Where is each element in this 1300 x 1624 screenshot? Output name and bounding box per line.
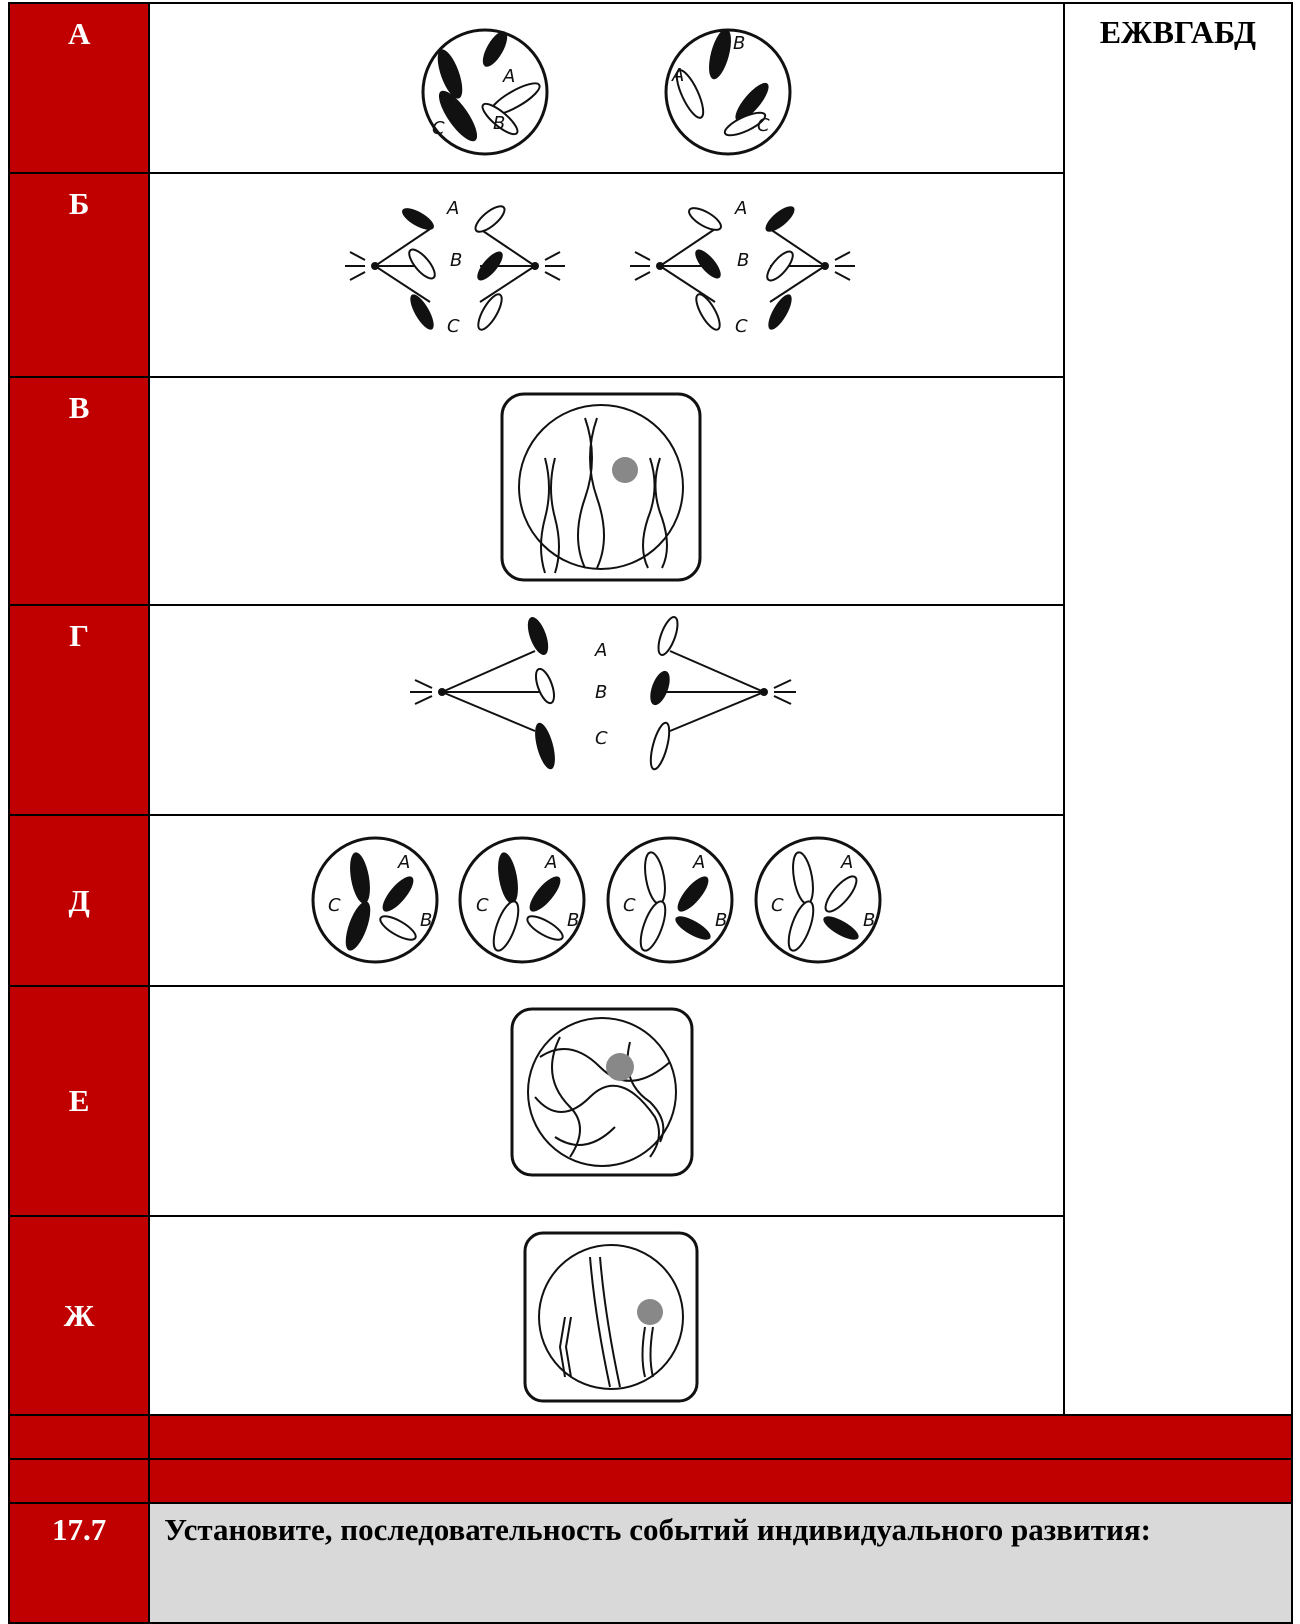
separator-row-1 xyxy=(149,1415,1292,1459)
figure-d: A B C A B C xyxy=(149,815,1063,986)
figure-zh-drawing xyxy=(160,1217,1053,1414)
svg-text:B: B xyxy=(715,910,727,931)
figure-b: A B C xyxy=(149,173,1063,377)
answer-cell: ЕЖВГАБД xyxy=(1064,3,1292,1415)
figure-d-drawing: A B C A B C xyxy=(160,816,1053,985)
figure-e xyxy=(149,986,1063,1216)
svg-text:A: A xyxy=(446,198,459,219)
separator-row-2 xyxy=(149,1459,1292,1503)
svg-text:A: A xyxy=(397,852,410,873)
svg-text:B: B xyxy=(733,33,745,54)
svg-text:A: A xyxy=(502,66,515,87)
svg-text:B: B xyxy=(420,910,432,931)
svg-text:A: A xyxy=(734,198,747,219)
svg-text:A: A xyxy=(692,852,705,873)
svg-text:C: C xyxy=(328,895,341,916)
separator-label-2 xyxy=(9,1459,149,1503)
figure-a: A B C B A C xyxy=(149,3,1063,173)
figure-b-drawing: A B C xyxy=(160,174,1053,376)
svg-text:B: B xyxy=(567,910,579,931)
figure-g-drawing: A B C xyxy=(160,606,1053,814)
svg-text:A: A xyxy=(594,640,607,661)
figure-g: A B C xyxy=(149,605,1063,815)
svg-text:B: B xyxy=(450,250,462,271)
svg-text:B: B xyxy=(595,682,607,703)
task-text: Установите, последовательность событий и… xyxy=(149,1503,1292,1623)
row-label-d: Д xyxy=(9,815,149,986)
figure-v xyxy=(149,377,1063,605)
stages-table: А A B C B A C ЕЖВГАБД xyxy=(8,2,1293,1624)
separator-label-1 xyxy=(9,1415,149,1459)
svg-text:C: C xyxy=(476,895,489,916)
svg-text:A: A xyxy=(840,852,853,873)
row-label-a: А xyxy=(9,3,149,173)
figure-v-drawing xyxy=(160,378,1053,604)
row-label-v: В xyxy=(9,377,149,605)
row-label-g: Г xyxy=(9,605,149,815)
task-number: 17.7 xyxy=(9,1503,149,1623)
svg-text:C: C xyxy=(447,316,460,337)
svg-text:C: C xyxy=(623,895,636,916)
svg-text:C: C xyxy=(735,316,748,337)
svg-text:B: B xyxy=(863,910,875,931)
answer-text: ЕЖВГАБД xyxy=(1100,14,1256,50)
svg-text:A: A xyxy=(671,65,684,86)
svg-text:C: C xyxy=(432,118,445,139)
svg-text:C: C xyxy=(757,115,770,136)
row-label-zh: Ж xyxy=(9,1216,149,1415)
svg-text:C: C xyxy=(771,895,784,916)
figure-a-drawing: A B C B A C xyxy=(160,4,1053,172)
figure-zh xyxy=(149,1216,1063,1415)
row-label-e: Е xyxy=(9,986,149,1216)
row-label-b: Б xyxy=(9,173,149,377)
figure-e-drawing xyxy=(160,987,1053,1215)
svg-text:B: B xyxy=(737,250,749,271)
svg-text:A: A xyxy=(544,852,557,873)
svg-text:C: C xyxy=(595,728,608,749)
svg-text:B: B xyxy=(493,113,505,134)
